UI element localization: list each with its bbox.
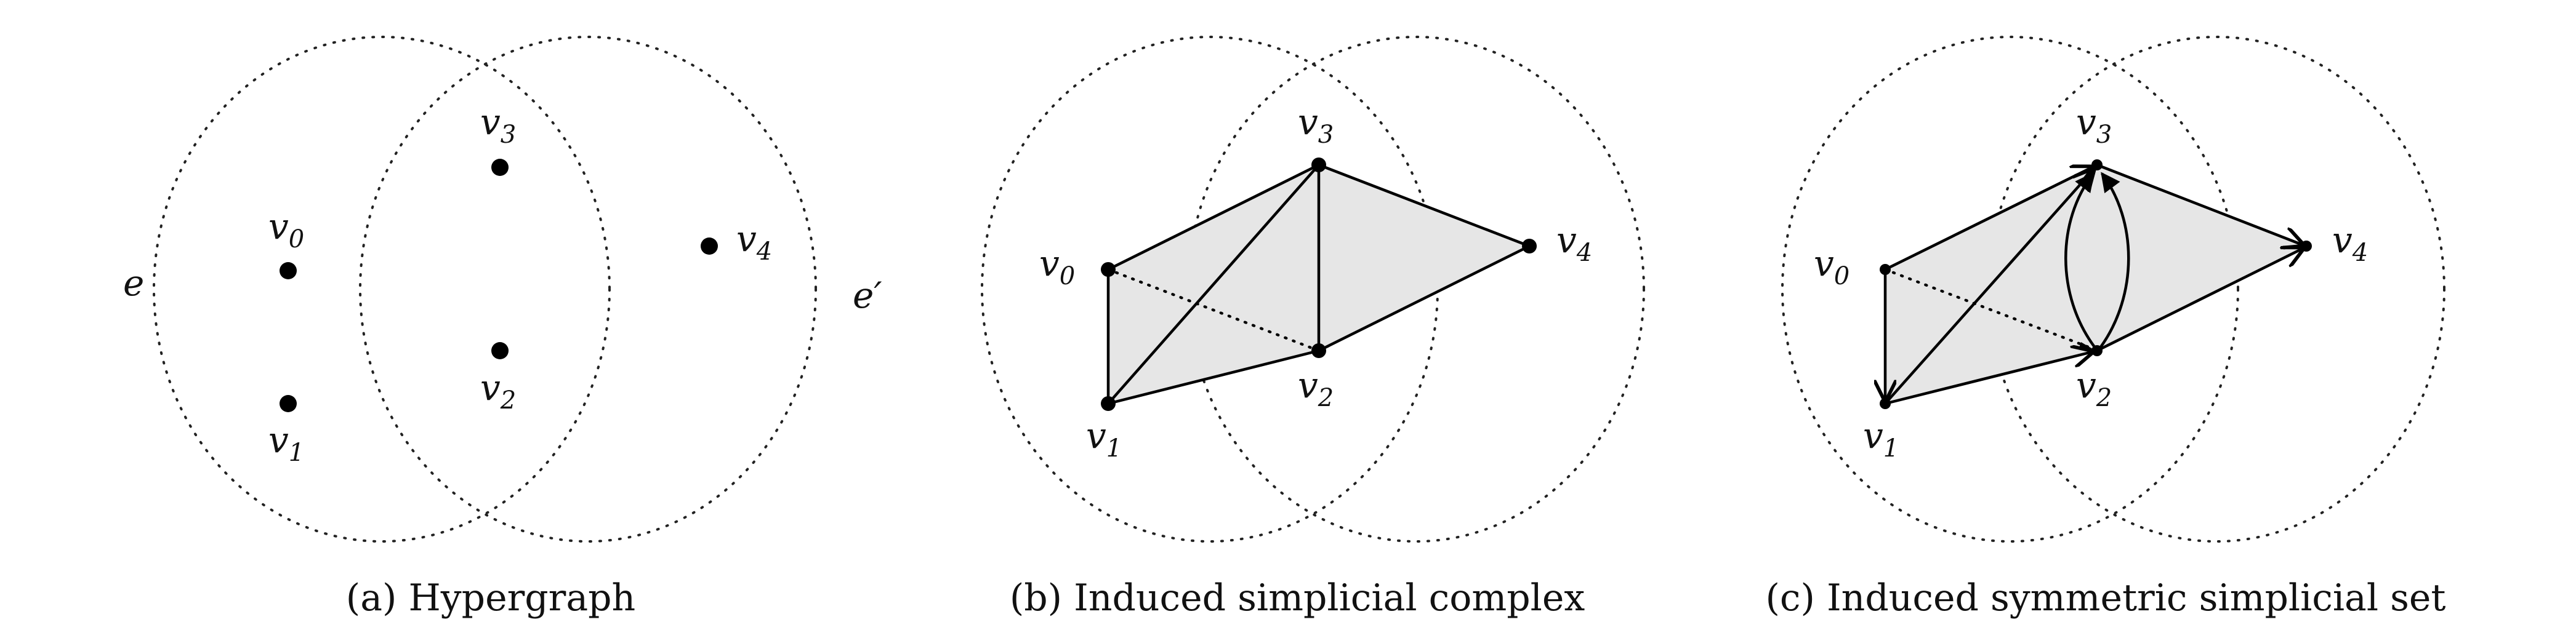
vertex-v2-label: v2	[1298, 364, 1334, 412]
hyperedge-e-ring	[1781, 36, 2239, 543]
vertex-v3	[2091, 159, 2103, 170]
edge-v1-v2	[1108, 349, 1319, 405]
vertex-v4	[1522, 239, 1537, 253]
vertex-v1-label: v1	[1863, 415, 1899, 463]
vertex-v1-label: v1	[268, 419, 304, 467]
vertex-v0	[1880, 264, 1891, 275]
hyperedge-e-label: e	[123, 262, 144, 304]
edge-v0-v2	[1883, 268, 2090, 349]
edge-v2-v3-left-curve	[2064, 172, 2096, 348]
vertex-v3-label: v3	[480, 101, 516, 149]
caption-c: (c) Induced symmetric simplicial set	[1765, 576, 2445, 620]
vertex-v3-label: v3	[1298, 101, 1334, 149]
caption-b: (b) Induced simplicial complex	[1010, 576, 1585, 620]
vertex-v2-label: v2	[480, 367, 516, 415]
panel-a: e e′ v0 v1 v2 v3 v4 (a) Hypergraph	[123, 36, 882, 620]
vertex-v0	[1101, 262, 1116, 277]
face-v2-v3-v4	[1319, 165, 1529, 351]
hyperedge-e-prime-ring	[359, 36, 817, 543]
vertex-v3-label: v3	[2076, 101, 2112, 149]
vertex-v2	[2091, 345, 2103, 356]
vertex-v1	[280, 395, 297, 412]
edge-v2-v4	[2096, 249, 2303, 353]
vertex-v0-label: v0	[1039, 242, 1075, 290]
vertex-v2	[491, 342, 509, 359]
edge-v1-v3	[1884, 170, 2093, 405]
edge-v1-v3	[1107, 164, 1320, 405]
vertex-v1	[1101, 396, 1116, 411]
hyperedge-e-prime-ring	[1187, 36, 1645, 543]
vertex-v0	[280, 262, 297, 279]
edge-v0-v2	[1106, 268, 1321, 353]
hyperedge-e-prime-ring	[1987, 36, 2445, 543]
panel-b: v0 v1 v2 v3 v4 (b) Induced simplicial co…	[981, 36, 1645, 620]
hyperedge-e-ring	[153, 36, 611, 543]
hyperedge-e-prime-label: e′	[853, 274, 882, 316]
vertex-v2-label: v2	[2076, 364, 2112, 412]
vertex-v3	[1311, 158, 1326, 172]
vertex-v4-label: v4	[736, 218, 772, 266]
edge-v1-v2	[1885, 352, 2092, 405]
edge-v2-v4	[1318, 244, 1531, 353]
caption-a: (a) Hypergraph	[346, 576, 635, 620]
vertex-v0-label: v0	[268, 205, 304, 253]
face-v2-v3-v4	[2097, 165, 2306, 351]
panel-c: v0 v1 v2 v3 v4 (c) Induced symmetric sim…	[1765, 36, 2446, 620]
vertex-v0-label: v0	[1814, 242, 1849, 290]
vertex-v2	[1311, 343, 1326, 358]
vertex-v4	[701, 237, 718, 255]
vertex-v4-label: v4	[2332, 219, 2368, 267]
vertex-v4-label: v4	[1556, 219, 1592, 267]
edge-v3-v4	[2096, 163, 2303, 245]
vertex-v4	[2301, 241, 2312, 252]
vertex-v1-label: v1	[1086, 415, 1122, 463]
edge-v0-v3	[1107, 163, 1320, 271]
edge-v0-v3	[1885, 167, 2092, 271]
edge-v3-v4	[1318, 163, 1530, 248]
vertex-v1	[1880, 398, 1891, 409]
vertex-v3	[491, 159, 509, 176]
edge-v2-v3-right-curve	[2099, 172, 2130, 348]
